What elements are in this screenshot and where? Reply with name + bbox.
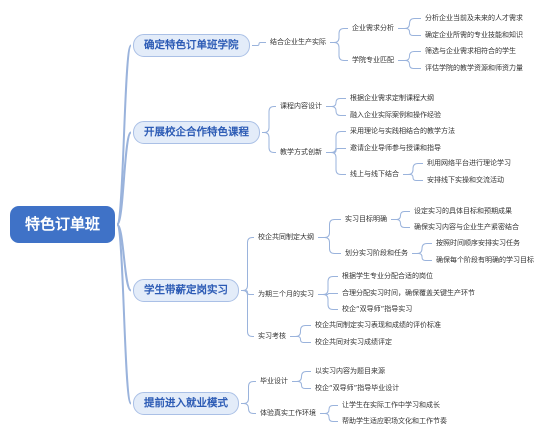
connector-b1-topic-0: [262, 106, 276, 133]
b2-t0-sub-1: 划分实习阶段和任务: [343, 249, 410, 257]
connector-b2-t2-sub-0: [290, 325, 311, 337]
branch-0-node: 确定特色订单班学院: [133, 34, 250, 57]
connector-b0-topic-0: [252, 42, 266, 46]
b1-topic-1: 教学方式创新: [278, 148, 324, 156]
connector-b3-topic-0: [241, 381, 256, 404]
b0-t0-sub-1: 学院专业匹配: [350, 56, 396, 64]
b3-t0-sub-0: 以实习内容为题目来源: [313, 367, 387, 375]
connector-b2-t1-sub-1: [318, 293, 338, 295]
b2-t1-sub-1: 合理分配实习时间，确保覆盖关键生产环节: [340, 289, 477, 297]
connector-b1-t1-sub-2: [326, 152, 346, 175]
b1-t0-sub-0: 根据企业需求定制课程大纲: [348, 94, 436, 102]
connector-b3-t1-sub-1: [320, 413, 338, 422]
connector-b2-t0-s0-leaf-0: [391, 211, 410, 220]
connector-b2-t0-sub-1: [318, 237, 341, 254]
connector-b2-t0-s0-leaf-1: [391, 219, 410, 228]
connector-b1-t0-sub-0: [326, 98, 346, 107]
connector-b2-t1-sub-2: [318, 294, 338, 310]
connector-b2-t0-sub-0: [318, 219, 341, 238]
connector-b2-topic-0: [241, 237, 254, 291]
b0-t0-s0-leaf-1: 确定企业所需的专业技能和知识: [423, 31, 525, 39]
branch-3-node: 提前进入就业模式: [133, 392, 239, 415]
b2-topic-2: 实习考核: [256, 332, 288, 340]
b0-topic-0: 结合企业生产实际: [268, 38, 328, 46]
connector-b0-t0-s1-leaf-0: [398, 51, 421, 61]
b0-t0-sub-0: 企业需求分析: [350, 24, 396, 32]
b3-t1-sub-0: 让学生在实际工作中学习和成长: [340, 401, 442, 409]
connector-b2-t0-s1-leaf-1: [412, 253, 432, 261]
b2-topic-1: 为期三个月的实习: [256, 290, 316, 298]
b2-t1-sub-0: 根据学生专业分配合适的岗位: [340, 272, 435, 280]
b2-t0-sub-0: 实习目标明确: [343, 215, 389, 223]
connector-b3-t1-sub-0: [320, 405, 338, 414]
b1-t1-sub-0: 采用理论与实践相结合的教学方法: [348, 127, 457, 135]
b2-topic-0: 校企共同制定大纲: [256, 233, 316, 241]
connector-branch-1-node: [116, 131, 132, 226]
b0-t0-s1-leaf-1: 评估学院的教学资源和师资力量: [423, 64, 525, 72]
connector-b0-t0-s1-leaf-1: [398, 60, 421, 69]
root-node: 特色订单班: [10, 206, 116, 243]
b1-t1-s2-leaf-1: 安排线下实操和交流活动: [425, 176, 506, 184]
b2-t1-sub-2: 校企“双导师”指导实习: [340, 305, 415, 313]
b2-t0-s1-leaf-1: 确保每个阶段有明确的学习目标: [434, 256, 536, 264]
b1-t1-sub-1: 邀请企业导师参与授课和指导: [348, 144, 443, 152]
b1-topic-0: 课程内容设计: [278, 102, 324, 110]
branch-1-node: 开展校企合作特色课程: [133, 121, 260, 144]
b0-t0-s1-leaf-0: 筛选与企业需求相符合的学生: [423, 47, 518, 55]
connector-b2-t0-s1-leaf-0: [412, 243, 432, 254]
connector-branch-3-node: [116, 223, 132, 405]
b3-topic-1: 体验真实工作环境: [258, 409, 318, 417]
b2-t2-sub-0: 校企共同制定实习表现和成绩的评价标准: [313, 321, 443, 329]
connector-b1-t1-s2-leaf-0: [403, 163, 423, 175]
b2-t2-sub-1: 校企共同对实习成绩评定: [313, 338, 394, 346]
connector-b1-t1-sub-1: [326, 148, 346, 153]
b3-t1-sub-1: 帮助学生适应职场文化和工作节奏: [340, 417, 449, 425]
connector-b1-t0-sub-1: [326, 106, 346, 116]
connector-b2-topic-1: [241, 290, 254, 295]
b1-t1-s2-leaf-0: 利用网络平台进行理论学习: [425, 159, 513, 167]
b3-topic-0: 毕业设计: [258, 377, 290, 385]
b1-t1-sub-2: 线上与线下结合: [348, 170, 401, 178]
connector-b0-t0-sub-0: [330, 28, 348, 43]
connector-b1-topic-1: [262, 132, 276, 153]
b0-t0-s0-leaf-0: 分析企业当前及未来的人才需求: [423, 14, 525, 22]
connector-b3-topic-1: [241, 403, 256, 414]
connector-b3-t0-sub-1: [292, 381, 311, 389]
connector-b1-t1-s2-leaf-1: [403, 174, 423, 181]
connector-b2-t2-sub-1: [290, 336, 311, 343]
branch-2-node: 学生带薪定岗实习: [133, 279, 239, 302]
connector-b2-t1-sub-0: [318, 276, 338, 295]
b2-t0-s0-leaf-1: 确保实习内容与企业生产紧密结合: [412, 223, 521, 231]
b3-t0-sub-1: 校企“双导师”指导毕业设计: [313, 384, 402, 392]
connector-b2-topic-2: [241, 290, 254, 337]
b1-t0-sub-1: 融入企业实际案例和操作经验: [348, 111, 443, 119]
connector-b0-t0-sub-1: [330, 42, 348, 61]
connector-b3-t0-sub-0: [292, 371, 311, 382]
connector-b0-t0-s0-leaf-0: [398, 18, 421, 29]
connector-b0-t0-s0-leaf-1: [398, 28, 421, 36]
b2-t0-s1-leaf-0: 按照时间顺序安排实习任务: [434, 239, 522, 247]
b2-t0-s0-leaf-0: 设定实习的具体目标和预期成果: [412, 207, 514, 215]
